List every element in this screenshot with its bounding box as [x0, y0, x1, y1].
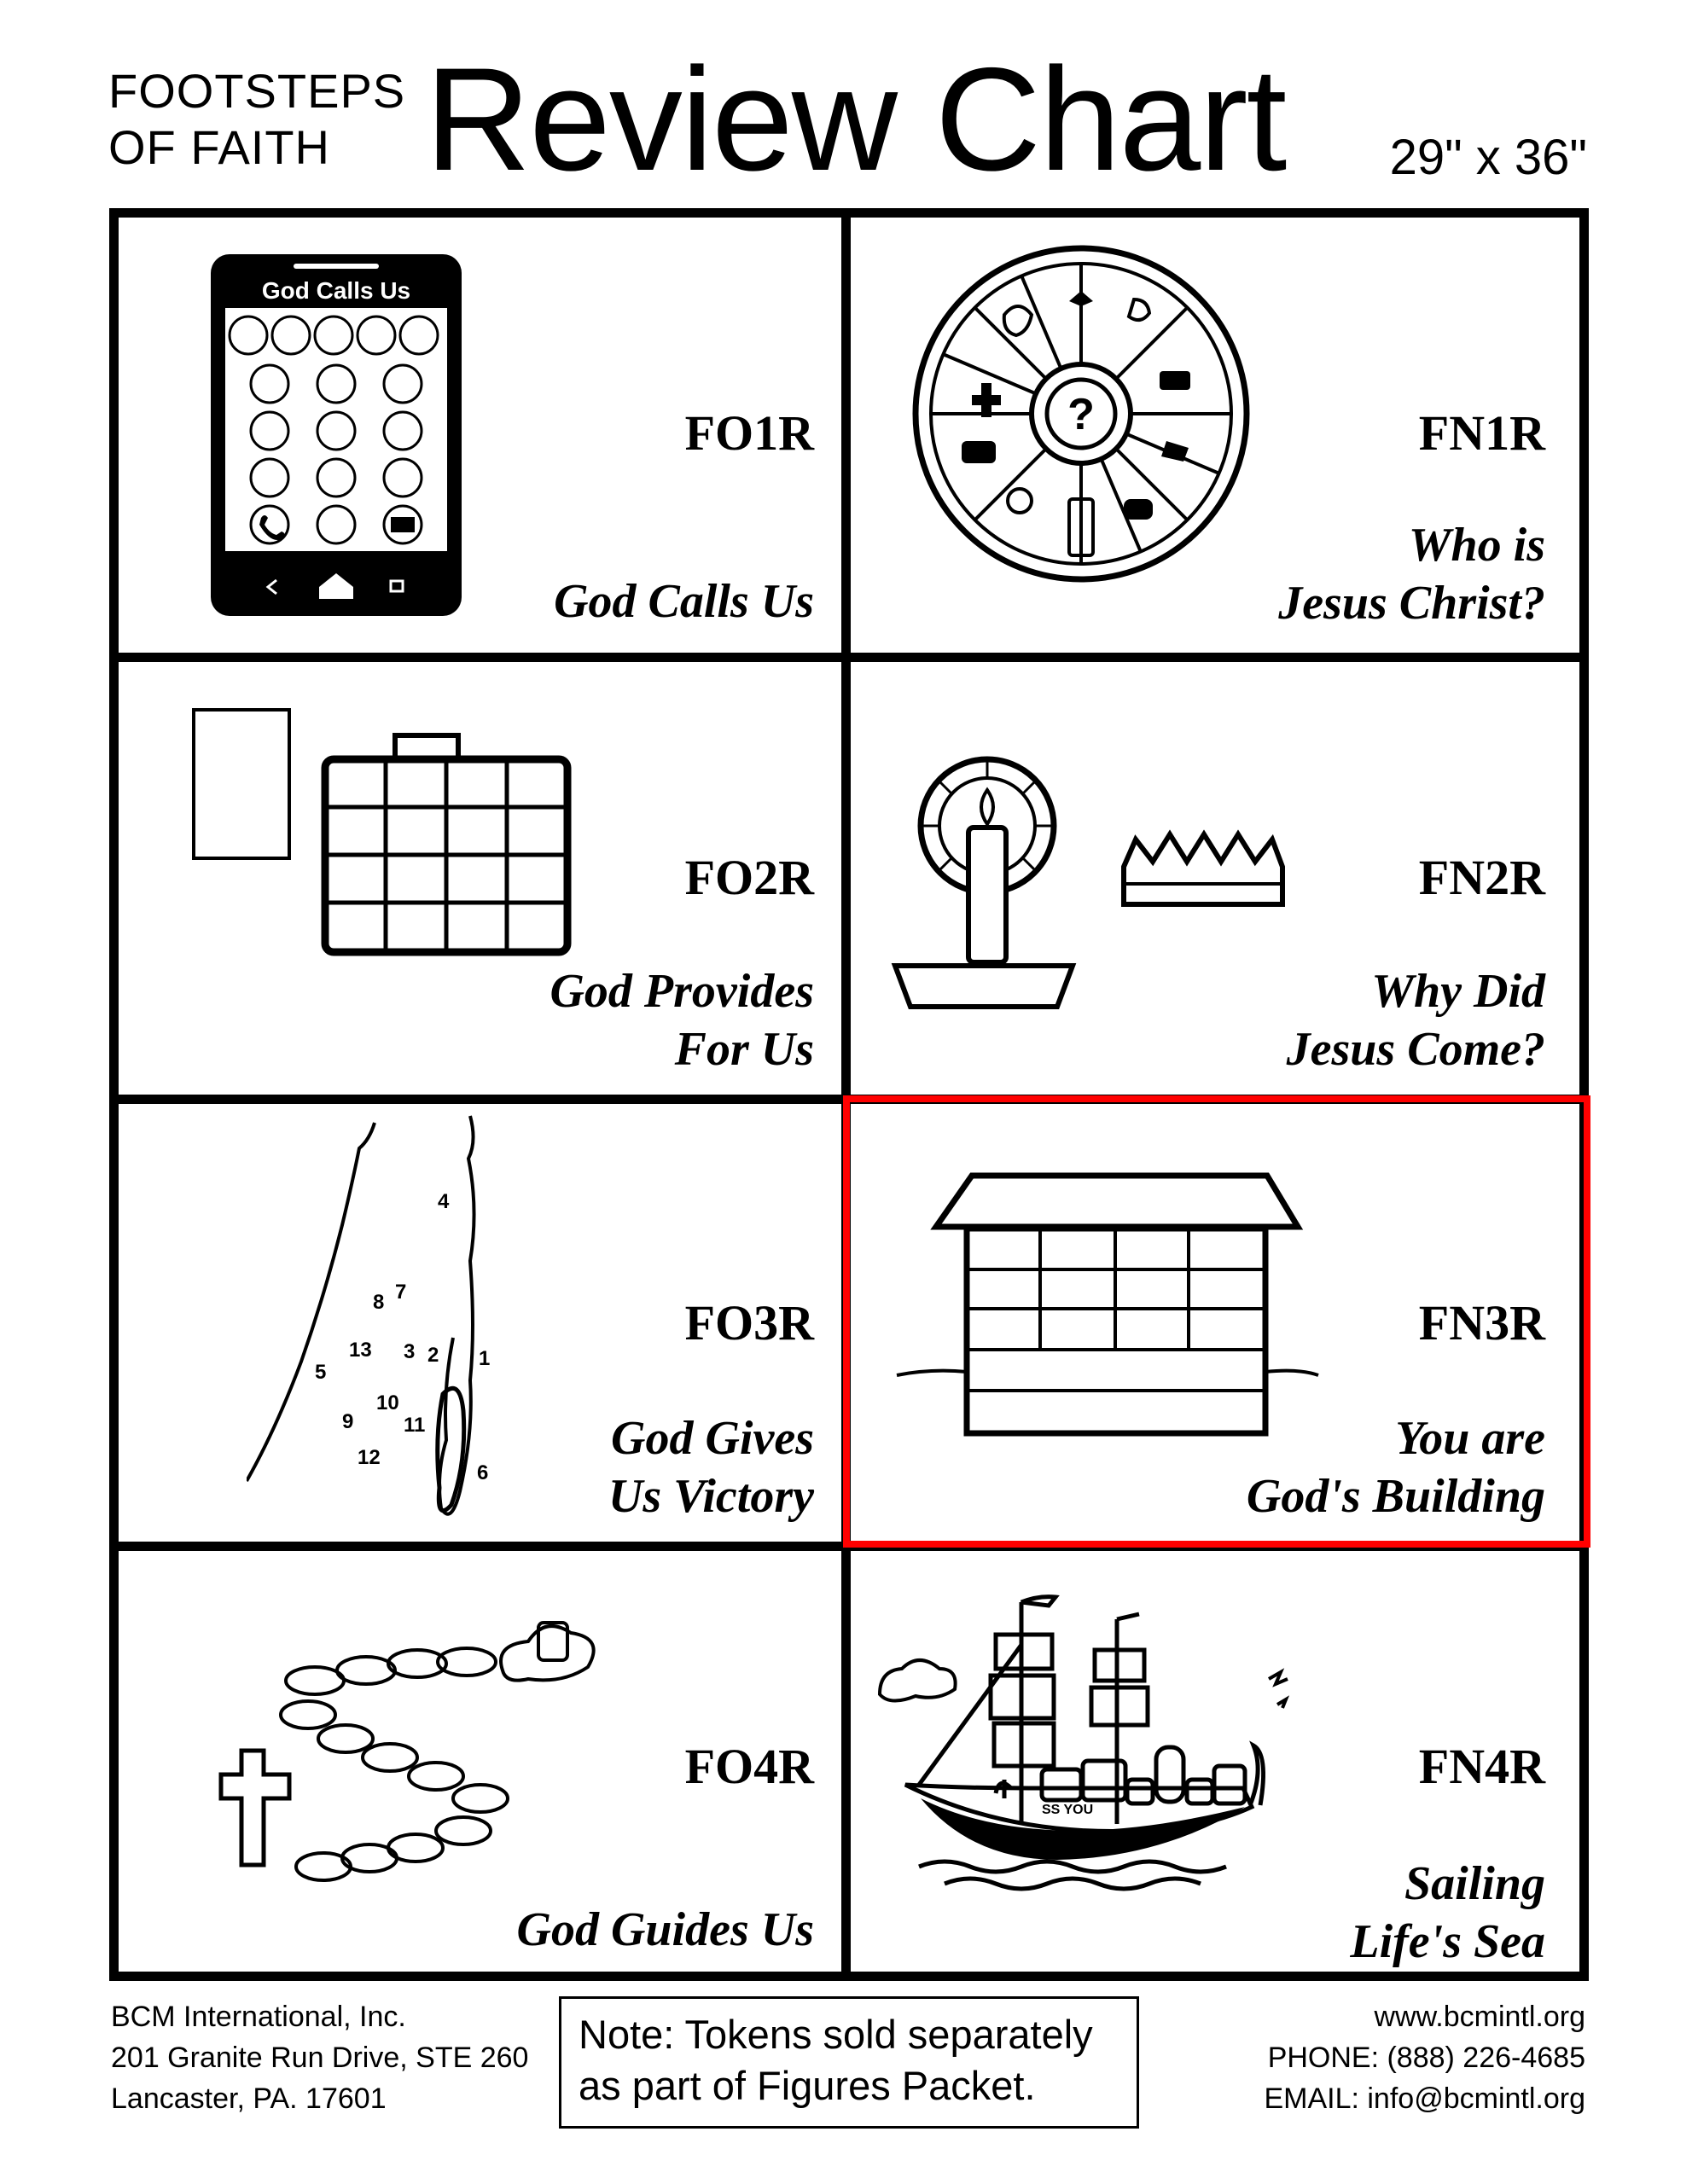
caption-line: Who is — [1408, 519, 1545, 572]
candle-crown-icon — [891, 756, 1285, 1009]
website-link[interactable]: www.bcmintl.org — [1374, 2001, 1585, 2033]
caption-line: Jesus Christ? — [1278, 577, 1545, 630]
caption-line: God Gives — [611, 1412, 814, 1465]
map-number: 6 — [477, 1461, 488, 1484]
caption-line: Why Did — [1371, 965, 1545, 1018]
cell-fo3r[interactable]: 4 8 7 13 3 2 1 5 10 9 11 12 6 FO3R God G… — [119, 1104, 841, 1542]
map-number: 3 — [404, 1340, 415, 1363]
series-name: FOOTSTEPS OF FAITH — [108, 63, 405, 176]
cell-fn2r[interactable]: FN2R Why Did Jesus Come? — [851, 662, 1579, 1095]
address-line: 201 Granite Run Drive, STE 260 — [111, 2042, 529, 2074]
map-number: 1 — [479, 1347, 490, 1370]
map-number: 7 — [395, 1281, 406, 1304]
caption-line: For Us — [674, 1023, 814, 1076]
email-link[interactable]: EMAIL: info@bcmintl.org — [1264, 2082, 1585, 2115]
company-address: BCM International, Inc. 201 Granite Run … — [111, 1996, 528, 2119]
phone-icon: God Calls Us — [211, 254, 462, 616]
caption-line: God's Building — [1246, 1470, 1545, 1523]
address-line: BCM International, Inc. — [111, 2001, 406, 2033]
grid-divider-row-1 — [109, 653, 1589, 662]
cell-caption: Why Did Jesus Come? — [1287, 962, 1545, 1078]
briefcase-icon — [192, 708, 572, 956]
map-number: 11 — [404, 1414, 425, 1437]
cell-caption: Sailing Life's Sea — [1350, 1855, 1545, 1971]
map-icon: 4 8 7 13 3 2 1 5 10 9 11 12 6 — [247, 1115, 490, 1516]
map-number: 9 — [342, 1410, 353, 1433]
map-number: 4 — [438, 1190, 450, 1213]
caption-line: God Provides — [550, 965, 814, 1018]
map-number: 5 — [315, 1361, 326, 1384]
note-line: as part of Figures Packet. — [579, 2063, 1036, 2108]
caption-line: Us Victory — [608, 1470, 814, 1523]
product-code: FN2R — [1418, 850, 1545, 905]
cell-fn4r[interactable]: SS YOU FN4R Sailing Life's Sea — [851, 1551, 1579, 1981]
cell-caption: You are God's Building — [1247, 1409, 1545, 1525]
page-title: Review Chart — [425, 38, 1287, 201]
map-number: 13 — [349, 1339, 372, 1362]
company-contact: www.bcmintl.org PHONE: (888) 226-4685 EM… — [1264, 1996, 1585, 2119]
map-number: 10 — [376, 1391, 399, 1414]
cell-caption: God Gives Us Victory — [608, 1409, 814, 1525]
caption-line: God Calls Us — [554, 575, 814, 628]
series-line-1: FOOTSTEPS — [108, 64, 406, 118]
svg-text:?: ? — [1067, 390, 1095, 439]
map-number: 2 — [427, 1344, 439, 1367]
caption-line: You are — [1395, 1412, 1545, 1465]
address-line: Lancaster, PA. 17601 — [111, 2082, 387, 2115]
ship-label: SS YOU — [1042, 1803, 1093, 1817]
series-line-2: OF FAITH — [108, 120, 330, 174]
cell-fo2r[interactable]: FO2R God Provides For Us — [119, 662, 841, 1095]
map-number: 8 — [373, 1291, 384, 1314]
cell-caption: God Provides For Us — [550, 962, 814, 1078]
product-code: FN3R — [1418, 1295, 1545, 1350]
cell-fo4r[interactable]: FO4R God Guides Us — [119, 1551, 841, 1981]
selection-highlight — [843, 1095, 1590, 1548]
building-icon — [896, 1172, 1319, 1437]
caption-line: Jesus Come? — [1286, 1023, 1545, 1076]
footsteps-icon — [218, 1621, 596, 1882]
phone-number: PHONE: (888) 226-4685 — [1267, 2042, 1585, 2074]
note-line: Note: Tokens sold separately — [579, 2012, 1093, 2057]
phone-screen-title: God Calls Us — [262, 277, 410, 304]
product-code: FN1R — [1418, 405, 1545, 461]
caption-line: Life's Sea — [1350, 1915, 1545, 1968]
map-number: 12 — [358, 1446, 381, 1469]
cell-fn1r[interactable]: ? FN1R Who is Jesus Christ? — [851, 218, 1579, 653]
product-code: FN4R — [1418, 1739, 1545, 1794]
cell-fn3r[interactable]: FN3R You are God's Building — [851, 1104, 1579, 1542]
product-code: FO4R — [684, 1739, 814, 1794]
caption-line: Sailing — [1404, 1857, 1545, 1910]
cell-caption: God Calls Us — [554, 572, 814, 630]
product-code: FO2R — [684, 850, 814, 905]
cell-fo1r[interactable]: God Calls Us FO1R God Calls Us — [119, 218, 841, 653]
ship-icon: SS YOU — [877, 1594, 1290, 1891]
product-code: FO1R — [684, 405, 814, 461]
tokens-note: Note: Tokens sold separately as part of … — [559, 1996, 1139, 2129]
product-code: FO3R — [684, 1295, 814, 1350]
cell-caption: Who is Jesus Christ? — [1278, 516, 1545, 632]
chart-size: 29" x 36" — [1389, 130, 1587, 185]
wheel-icon: ? — [912, 245, 1250, 583]
caption-line: God Guides Us — [516, 1903, 814, 1956]
cell-caption: God Guides Us — [517, 1901, 814, 1959]
